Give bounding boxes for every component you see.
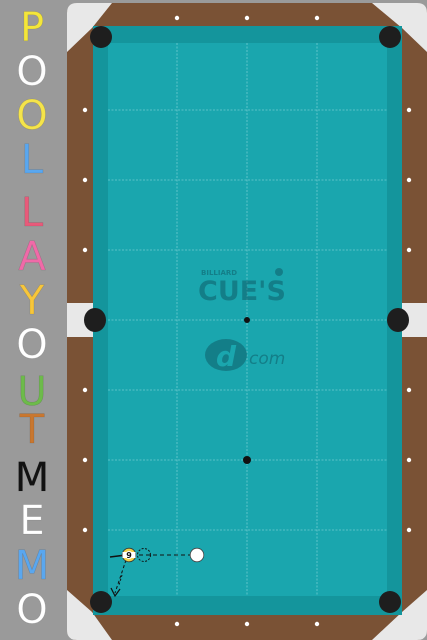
diamond-sight-icon bbox=[82, 527, 88, 533]
diamond-sight-icon bbox=[314, 621, 320, 627]
title-letter: Y bbox=[19, 278, 45, 324]
pocket-side-left bbox=[84, 308, 106, 332]
diamond-sight-icon bbox=[82, 457, 88, 463]
table-spot-center bbox=[244, 317, 250, 323]
diamond-sight-icon bbox=[174, 621, 180, 627]
nine-ball-number: 9 bbox=[126, 551, 132, 560]
object-ball-path bbox=[114, 559, 127, 594]
cloth-grid bbox=[108, 43, 387, 596]
ghost-ball bbox=[137, 548, 151, 562]
pocket-bottom-right bbox=[379, 591, 401, 613]
title-letter: U bbox=[17, 369, 47, 415]
title-letter: P bbox=[19, 5, 45, 51]
object-ball-path-2 bbox=[118, 574, 123, 586]
rail-diamonds bbox=[82, 15, 412, 627]
logo-mark-letter: d bbox=[216, 340, 237, 373]
title-letter: M bbox=[14, 543, 50, 589]
diamond-sight-icon bbox=[314, 15, 320, 21]
pocket-top-left bbox=[90, 26, 112, 48]
diamond-sight-icon bbox=[406, 107, 412, 113]
title-letter: A bbox=[18, 234, 46, 280]
title-letter: L bbox=[20, 137, 44, 183]
diamond-sight-icon bbox=[82, 107, 88, 113]
cue-ball[interactable] bbox=[189, 547, 205, 563]
diamond-sight-icon bbox=[244, 15, 250, 21]
pocket-top-right bbox=[379, 26, 401, 48]
diamond-sight-icon bbox=[406, 387, 412, 393]
logo-small-text: BILLIARD bbox=[201, 269, 237, 277]
title-letter: O bbox=[16, 587, 48, 633]
path-arrowhead-icon bbox=[110, 587, 121, 598]
pocket-bottom-left bbox=[90, 591, 112, 613]
title-letter: M bbox=[14, 455, 50, 501]
corner-plate-tl bbox=[67, 3, 112, 52]
title-letter: O bbox=[16, 322, 48, 368]
brand-logo: BILLIARD CUE'S d com bbox=[198, 268, 286, 373]
logo-mark-icon bbox=[205, 339, 247, 371]
diamond-sight-icon bbox=[406, 177, 412, 183]
diamond-sight-icon bbox=[82, 387, 88, 393]
nine-ball[interactable]: 9 bbox=[121, 547, 137, 563]
diamond-sight-icon bbox=[406, 247, 412, 253]
diamond-sight-icon bbox=[174, 15, 180, 21]
title-letter: O bbox=[16, 49, 48, 95]
logo-ball-icon bbox=[275, 268, 283, 276]
corner-plate-bl bbox=[67, 590, 112, 640]
logo-main-text: CUE'S bbox=[198, 276, 286, 307]
pocket-side-right bbox=[387, 308, 409, 332]
pockets bbox=[84, 26, 409, 613]
diamond-sight-icon bbox=[82, 247, 88, 253]
diamond-sight-icon bbox=[244, 621, 250, 627]
shot-lines bbox=[109, 548, 197, 598]
title-letter: T bbox=[19, 407, 45, 453]
diamond-sight-icon bbox=[406, 527, 412, 533]
title-letter: L bbox=[20, 190, 44, 236]
table-spot-foot bbox=[243, 456, 251, 464]
title-letter: O bbox=[16, 93, 48, 139]
diamond-sight-icon bbox=[82, 177, 88, 183]
logo-sub-text: com bbox=[249, 349, 285, 369]
diamond-sight-icon bbox=[406, 457, 412, 463]
title-letter: E bbox=[19, 498, 45, 544]
corner-plate-tr bbox=[372, 3, 427, 52]
